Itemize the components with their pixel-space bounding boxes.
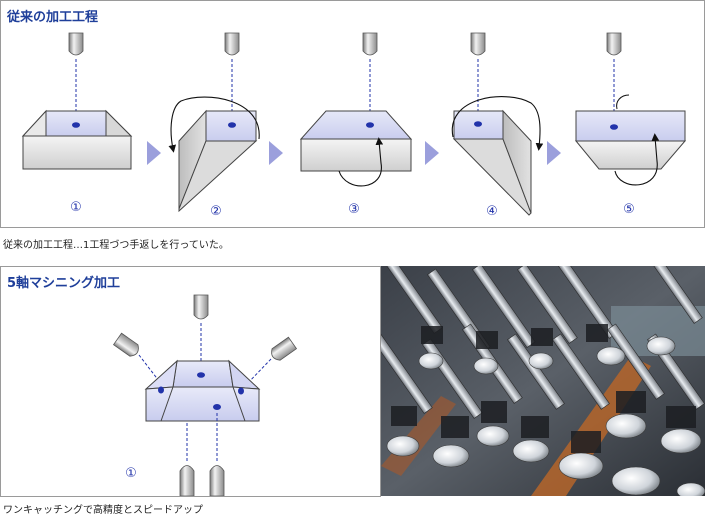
machining-photo-illustration [381, 266, 705, 496]
rotation-arrow-icon [451, 96, 544, 151]
machining-photo [381, 266, 705, 496]
conventional-process-diagram: ① ② ③ ④ ⑤ [21, 32, 687, 219]
spindle-tool-icon [112, 332, 139, 357]
five-axis-title: 5軸マシニング加工 [7, 276, 121, 291]
drill-hole-icon [197, 372, 205, 378]
step-number-3: ③ [348, 202, 360, 217]
five-axis-step-number: ① [125, 466, 137, 481]
rotation-arrow-icon [616, 94, 630, 110]
rotation-arrow-icon [614, 133, 660, 186]
drill-hole-icon [72, 122, 80, 128]
fixture-blocks [391, 324, 696, 453]
drill-hole-icon [366, 122, 374, 128]
spindle-tool-icon [193, 294, 209, 320]
spindle-tool-icon [362, 32, 378, 56]
fixture-discs [386, 336, 705, 496]
five-axis-diagram: ① [112, 294, 298, 496]
step-3-workpiece [299, 32, 413, 187]
step-5-workpiece [574, 32, 687, 186]
drill-hole-icon [158, 386, 164, 394]
fixture-array [381, 266, 705, 419]
spindle-tool-icon [470, 32, 486, 56]
spindle-tool-icon [209, 465, 225, 496]
five-axis-caption: ワンキャッチングで高精度とスピードアップ [3, 505, 203, 516]
next-step-triangle-icon [425, 141, 439, 165]
drill-hole-icon [238, 387, 244, 395]
step-number-1: ① [70, 200, 82, 215]
spindle-tool-icon [179, 465, 195, 496]
drill-hole-icon [213, 404, 221, 410]
step-4-workpiece [451, 32, 544, 216]
conventional-process-title: 従来の加工工程 [7, 10, 99, 25]
step-2-workpiece [168, 32, 260, 213]
next-step-triangle-icon [547, 141, 561, 165]
next-step-triangle-icon [269, 141, 283, 165]
step-number-2: ② [210, 204, 222, 219]
drill-hole-icon [610, 124, 618, 130]
spindle-tool-icon [68, 32, 84, 56]
rotation-arrow-icon [168, 96, 260, 153]
drill-hole-icon [228, 122, 236, 128]
next-step-triangle-icon [147, 141, 161, 165]
spindle-tool-icon [271, 336, 298, 361]
spindle-tool-icon [224, 32, 240, 56]
conventional-process-panel: 従来の加工工程 [0, 0, 705, 228]
conventional-process-caption: 従来の加工工程…1工程づつ手返しを行っていた。 [3, 240, 229, 251]
five-axis-panel: 5軸マシニング加工 [0, 266, 381, 497]
step-number-4: ④ [486, 204, 498, 219]
rotation-arrow-icon [338, 137, 384, 187]
drill-hole-icon [474, 121, 482, 127]
step-1-workpiece [21, 32, 133, 170]
step-number-5: ⑤ [623, 202, 635, 217]
spindle-tool-icon [606, 32, 622, 56]
five-axis-workpiece [144, 359, 261, 422]
